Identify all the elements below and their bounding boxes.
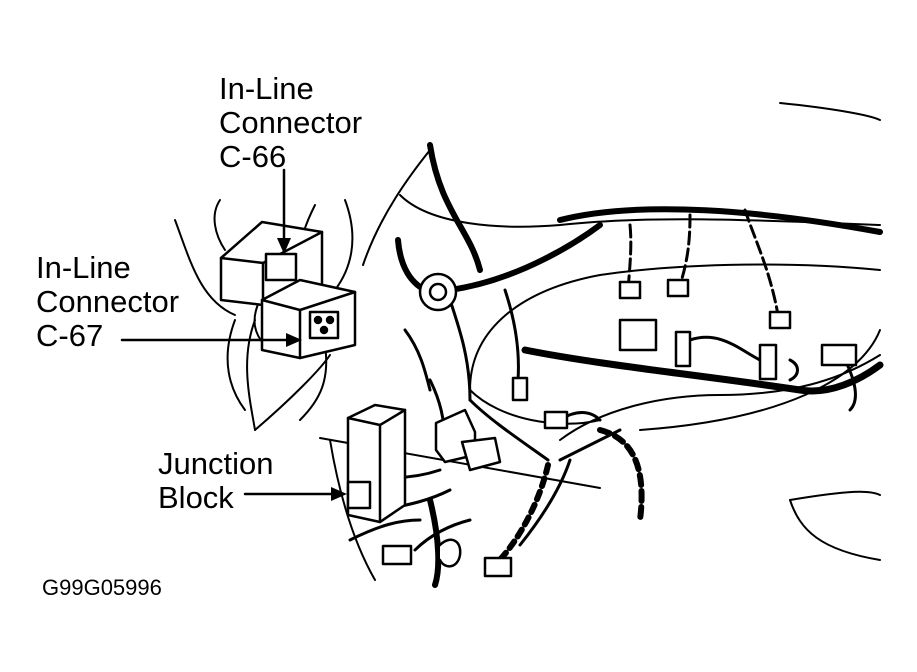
label-line: C-67: [36, 318, 104, 353]
label-inline-connector-c66: In-Line Connector C-66: [219, 72, 362, 174]
label-line: Block: [158, 480, 234, 515]
arrowheads: [277, 238, 347, 501]
figure-id: G99G05996: [42, 575, 162, 600]
label-line: In-Line: [219, 71, 314, 106]
junction-block: [346, 403, 407, 524]
vehicle-body-outline: [319, 102, 881, 581]
label-line: Connector: [36, 284, 180, 319]
connector-c67: [260, 278, 357, 360]
label-line: Junction: [158, 446, 274, 481]
label-junction-block: Junction Block: [158, 447, 273, 515]
label-line: Connector: [219, 105, 363, 140]
label-line: C-66: [219, 139, 287, 174]
label-inline-connector-c67: In-Line Connector C-67: [36, 251, 179, 353]
wire-harness: [395, 142, 884, 588]
harness-connectors: [381, 272, 858, 578]
leader-lines: [120, 168, 337, 496]
branch-wires: [348, 208, 857, 552]
label-line: In-Line: [36, 250, 131, 285]
